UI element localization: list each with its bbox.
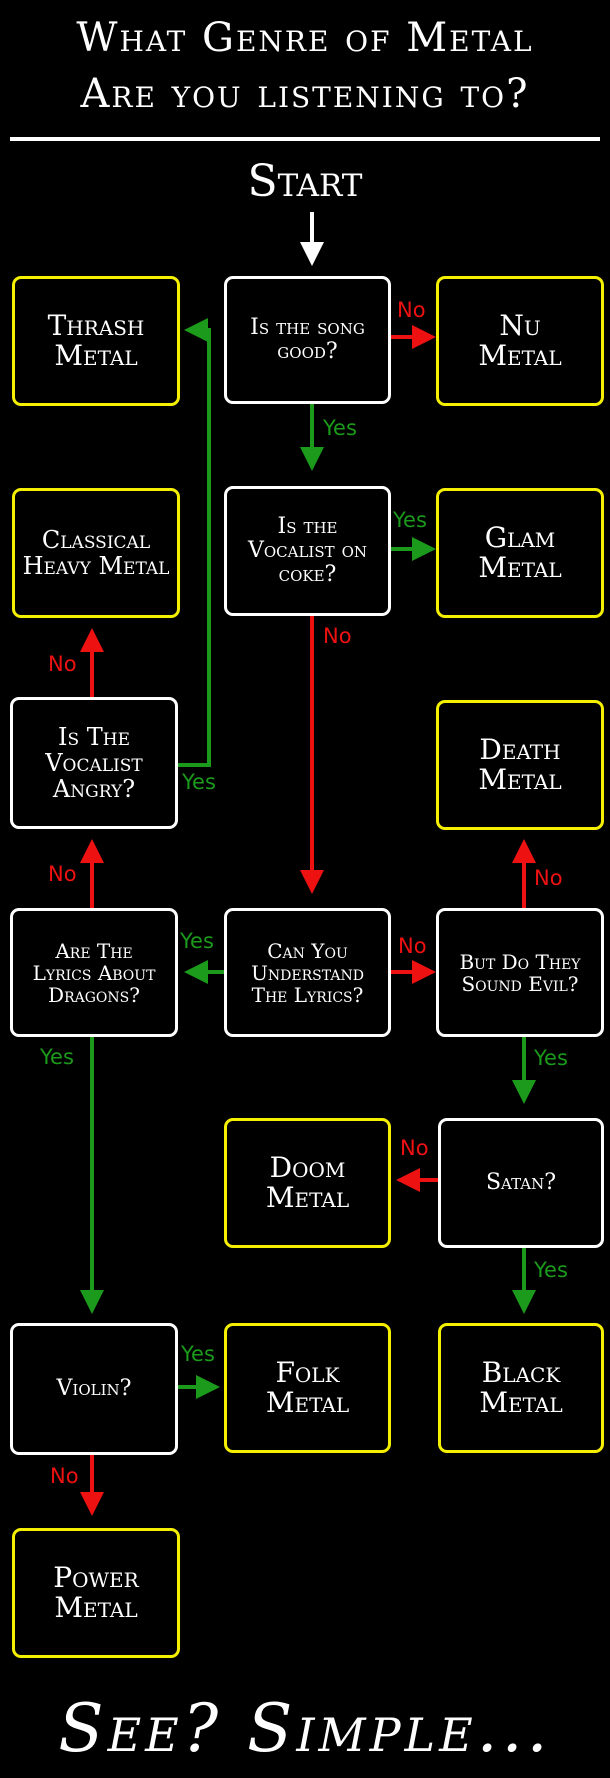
footer-caption: See? Simple... (58, 1690, 552, 1767)
node-black-metal: Black Metal (438, 1323, 604, 1453)
label-coke-yes: Yes (393, 508, 427, 532)
title-line-1: What Genre of Metal (76, 15, 534, 61)
node-lyrics-dragons: Are The Lyrics About Dragons? (10, 908, 178, 1037)
start-label: Start (247, 156, 363, 207)
node-thrash-metal: Thrash Metal (12, 276, 180, 406)
label-evil-yes: Yes (534, 1046, 568, 1070)
label-satan-no: No (400, 1136, 429, 1160)
label-dragons-no: No (48, 862, 77, 886)
node-song-good: Is the song good? (224, 276, 391, 404)
label-song-no: No (397, 298, 426, 322)
label-dragons-yes: Yes (40, 1045, 74, 1069)
title-line-2: Are you listening to? (80, 71, 530, 117)
arrow-angry-yes-thrash (178, 318, 211, 767)
node-sound-evil: But Do They Sound Evil? (436, 908, 604, 1037)
label-angry-yes: Yes (182, 770, 216, 794)
label-coke-no: No (323, 624, 352, 648)
node-classical-heavy-metal: Classical Heavy Metal (12, 488, 180, 618)
label-understand-no: No (398, 934, 427, 958)
node-death-metal: Death Metal (436, 700, 604, 830)
node-power-metal: Power Metal (12, 1528, 180, 1658)
label-angry-no: No (48, 652, 77, 676)
node-glam-metal: Glam Metal (436, 488, 604, 618)
node-folk-metal: Folk Metal (224, 1323, 391, 1453)
label-evil-no: No (534, 866, 563, 890)
label-understand-yes: Yes (180, 929, 214, 953)
node-vocalist-angry: Is The Vocalist Angry? (10, 697, 178, 829)
label-satan-yes: Yes (534, 1258, 568, 1282)
node-violin: Violin? (10, 1323, 178, 1455)
label-song-yes: Yes (323, 416, 357, 440)
title-divider (10, 137, 600, 141)
node-doom-metal: Doom Metal (224, 1118, 391, 1248)
node-nu-metal: Nu Metal (436, 276, 604, 406)
label-violin-no: No (50, 1464, 79, 1488)
node-understand-lyrics: Can You Understand The Lyrics? (224, 908, 391, 1037)
node-satan: Satan? (438, 1118, 604, 1248)
node-vocalist-coke: Is the Vocalist on coke? (224, 486, 391, 616)
label-violin-yes: Yes (181, 1342, 215, 1366)
